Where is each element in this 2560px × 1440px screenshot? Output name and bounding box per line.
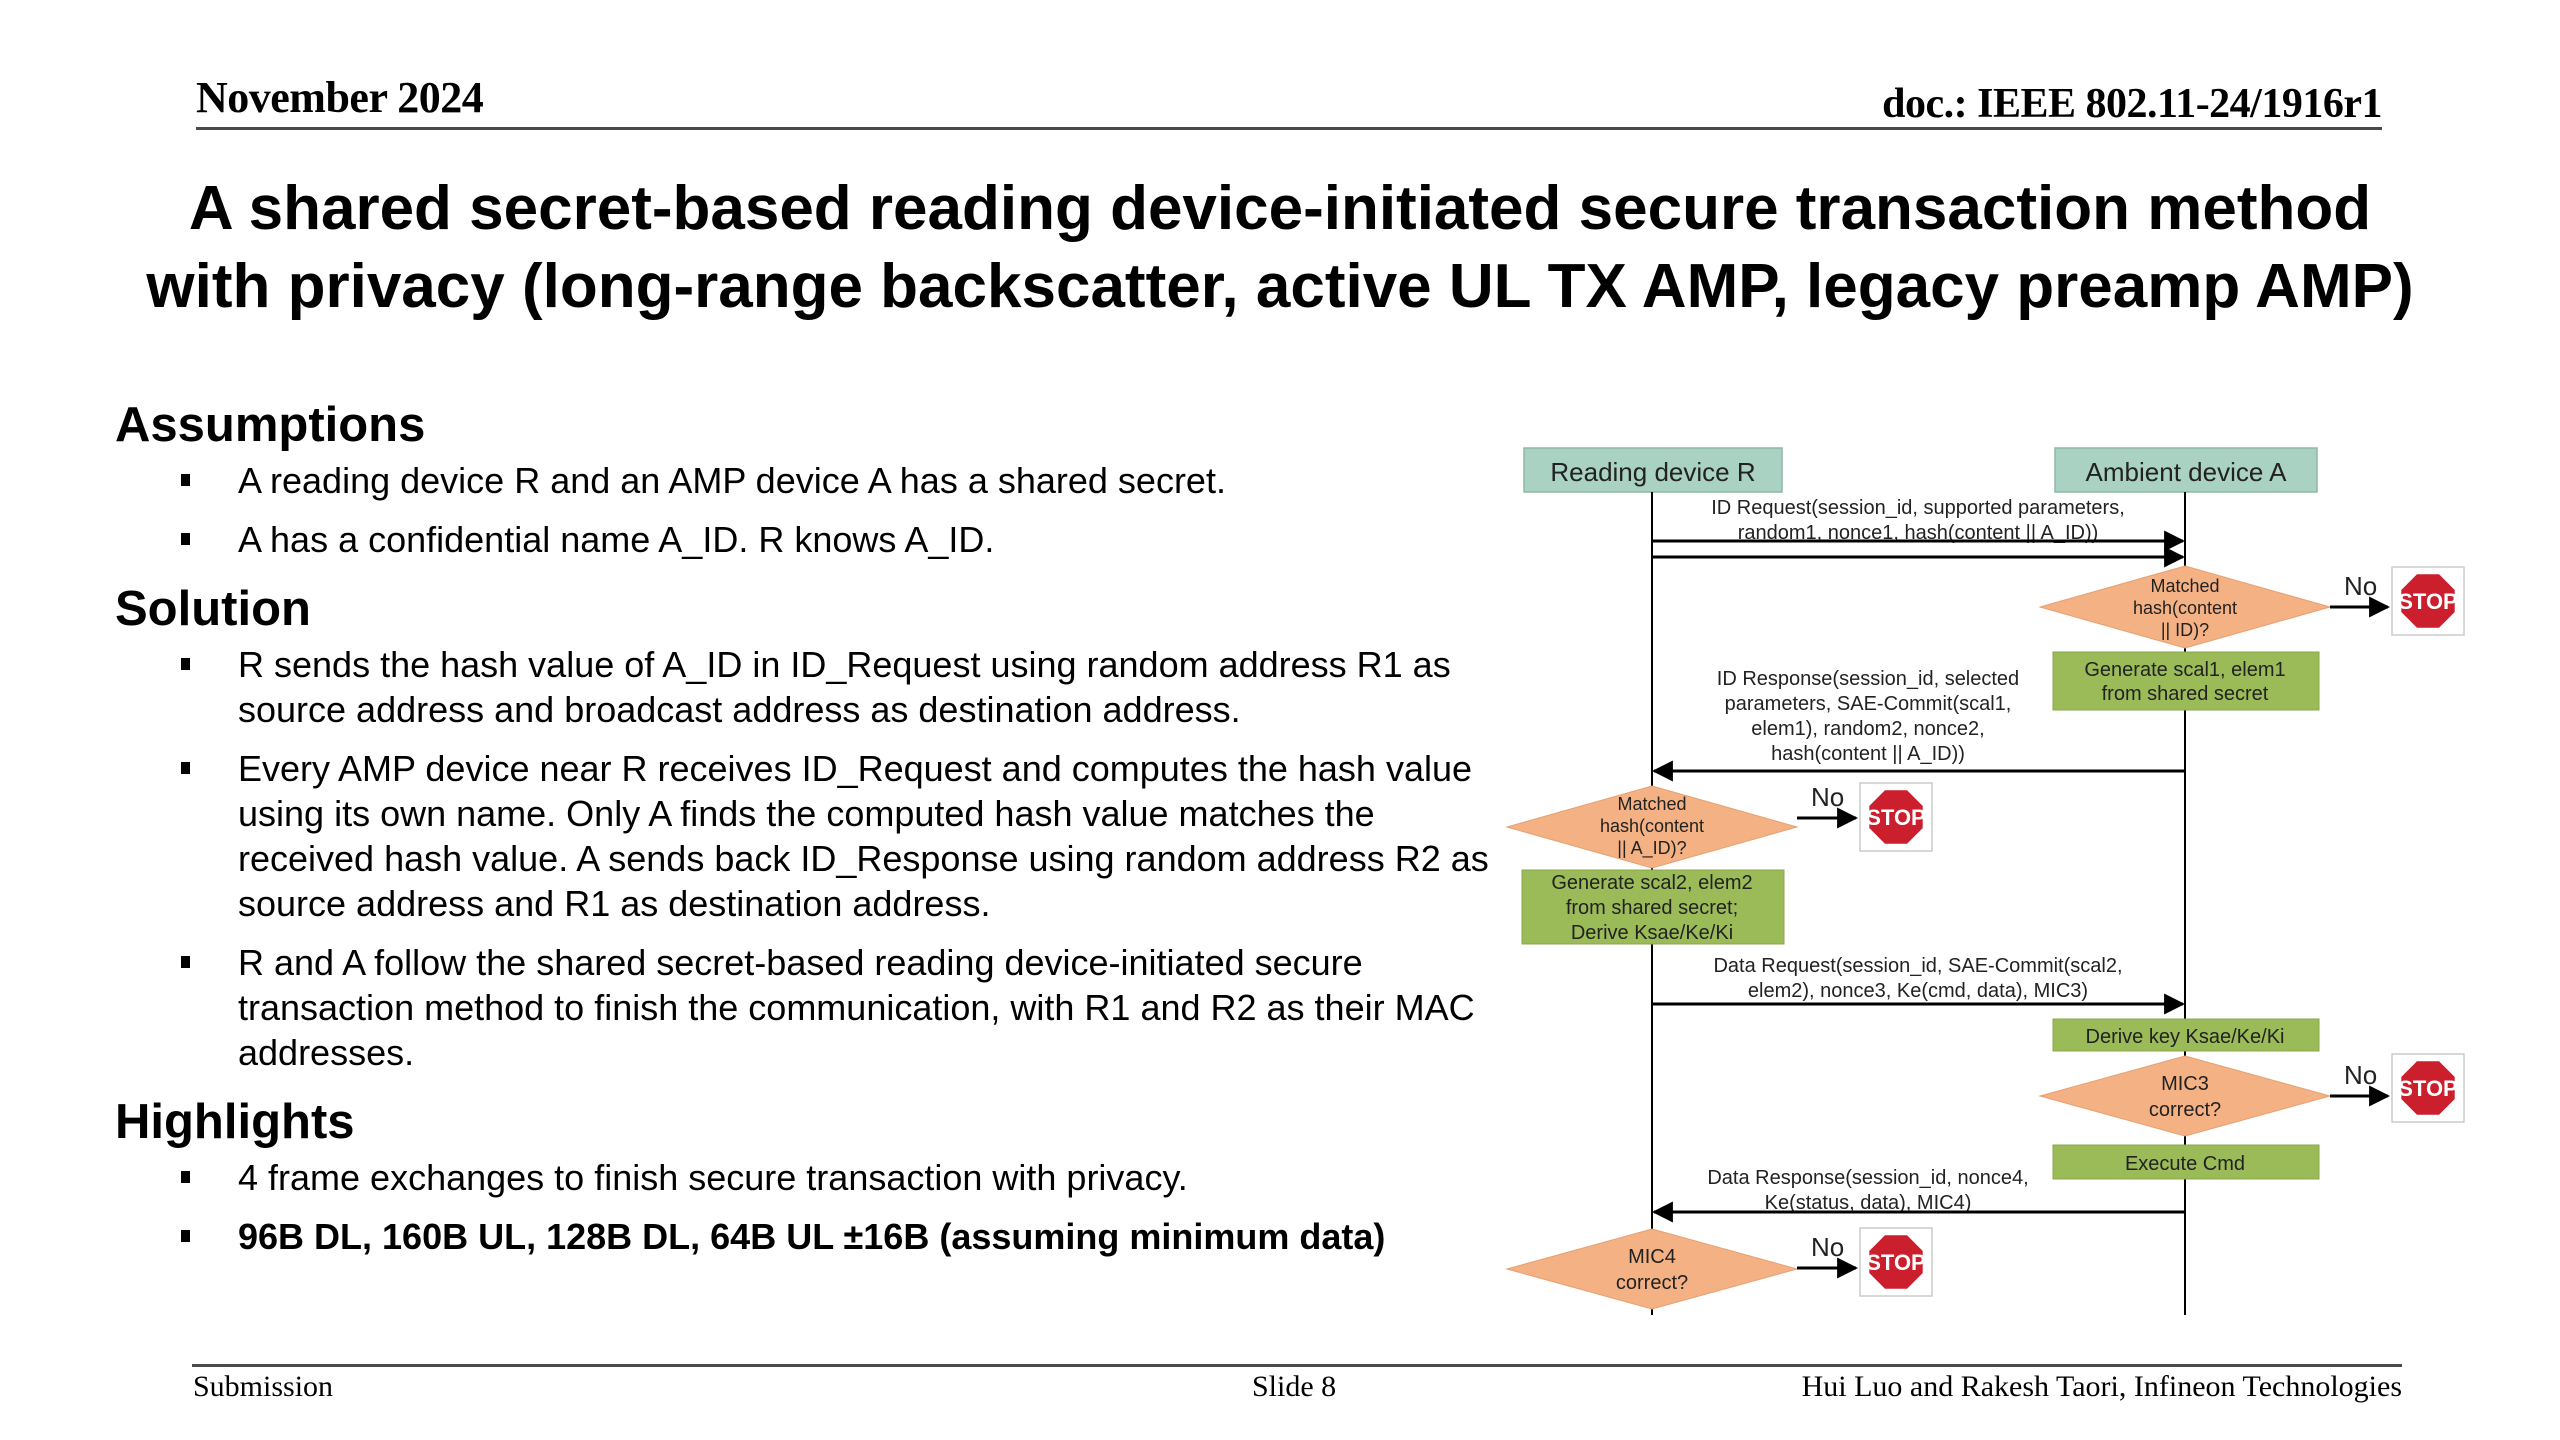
message-id-response-label: elem1), random2, nonce2, (1751, 718, 1984, 740)
list-item: R and A follow the shared secret-based r… (115, 940, 1495, 1075)
bullet-icon (181, 658, 190, 670)
decision-mic4-label: correct? (1616, 1272, 1688, 1294)
assumptions-list: A reading device R and an AMP device A h… (115, 458, 1495, 562)
process-execute-label: Execute Cmd (2125, 1153, 2245, 1175)
actor-reader-box (1523, 447, 1783, 493)
process-gen2-label: Derive Ksae/Ke/Ki (1571, 922, 1733, 944)
list-item: 96B DL, 160B UL, 128B DL, 64B UL ±16B (a… (115, 1214, 1495, 1259)
message-id-response-label: hash(content || A_ID)) (1771, 743, 1965, 765)
message-data-response-label: Data Response(session_id, nonce4, (1707, 1167, 2028, 1189)
bullet-text: R and A follow the shared secret-based r… (238, 942, 1475, 1073)
solution-heading: Solution (115, 582, 311, 636)
message-id-response-label: ID Response(session_id, selected (1717, 668, 2019, 690)
bullet-text: Every AMP device near R receives ID_Requ… (238, 748, 1489, 924)
decision-a-match-label: hash(content (2133, 598, 2237, 618)
decision-a-match-label: || ID)? (2161, 620, 2209, 640)
header-divider (196, 127, 2382, 130)
assumptions-heading: Assumptions (115, 398, 426, 452)
process-gen1-box (2052, 651, 2320, 711)
process-gen2-label: Generate scal2, elem2 (1551, 872, 1752, 894)
no-mic3-label: No (2344, 1060, 2377, 1090)
actor-ambient-box (2054, 447, 2318, 493)
decision-a-match-label: Matched (2150, 576, 2219, 596)
actor-reader-label: Reading device R (1550, 457, 1755, 487)
solution-list: R sends the hash value of A_ID in ID_Req… (115, 642, 1495, 1075)
decision-mic4-label: MIC4 (1628, 1246, 1676, 1268)
process-gen2-label: from shared secret; (1566, 897, 1738, 919)
message-id-response-label: parameters, SAE-Commit(scal1, (1725, 693, 2012, 715)
bullet-icon (181, 1171, 190, 1183)
message-data-request-label: Data Request(session_id, SAE-Commit(scal… (1713, 955, 2122, 977)
stop-mic4-icon (1867, 1233, 1925, 1291)
decision-a-match (2038, 565, 2332, 649)
no-r-match-label: No (1811, 782, 1844, 812)
header-doc-id: doc.: IEEE 802.11-24/1916r1 (1882, 81, 2382, 127)
stop-mic3-label: STOP (2398, 1076, 2458, 1101)
text-column: Assumptions A reading device R and an AM… (115, 392, 1495, 1273)
bullet-icon (181, 956, 190, 968)
process-derive-box (2052, 1018, 2320, 1052)
decision-mic3-label: correct? (2149, 1099, 2221, 1121)
decision-mic3-label: MIC3 (2161, 1073, 2209, 1095)
bullet-icon (181, 762, 190, 774)
bullet-text: 4 frame exchanges to finish secure trans… (238, 1157, 1188, 1198)
header-date: November 2024 (196, 73, 484, 122)
process-derive-label: Derive key Ksae/Ke/Ki (2086, 1026, 2285, 1048)
stop-mic4-label: STOP (1866, 1250, 1926, 1275)
message-id-request-label: ID Request(session_id, supported paramet… (1711, 497, 2125, 519)
process-gen2-box (1521, 869, 1785, 945)
process-gen1-label: Generate scal1, elem1 (2084, 659, 2285, 681)
message-data-response-label: Ke(status, data), MIC4) (1765, 1192, 1972, 1214)
bullet-text: A has a confidential name A_ID. R knows … (238, 519, 995, 560)
bullet-icon (181, 1230, 190, 1242)
bullet-icon (181, 533, 190, 545)
footer-authors: Hui Luo and Rakesh Taori, Infineon Techn… (1801, 1370, 2402, 1403)
decision-r-match-label: Matched (1617, 794, 1686, 814)
message-id-request-label: random1, nonce1, hash(content || A_ID)) (1738, 522, 2099, 544)
actor-ambient-label: Ambient device A (2086, 457, 2288, 487)
list-item: A has a confidential name A_ID. R knows … (115, 517, 1495, 562)
message-data-request-label: elem2), nonce3, Ke(cmd, data), MIC3) (1748, 980, 2088, 1002)
slide-title-line-1: A shared secret-based reading device-ini… (188, 174, 2372, 243)
stop-mic3-icon (2399, 1059, 2457, 1117)
list-item: Every AMP device near R receives ID_Requ… (115, 746, 1495, 926)
decision-mic3 (2038, 1055, 2332, 1137)
list-item: A reading device R and an AMP device A h… (115, 458, 1495, 503)
stop-r-match-icon (1867, 788, 1925, 846)
stop-a-match-label: STOP (2398, 589, 2458, 614)
stop-r-match-label: STOP (1866, 805, 1926, 830)
footer-submission: Submission (193, 1370, 334, 1403)
footer-divider (192, 1364, 2402, 1367)
bullet-text: A reading device R and an AMP device A h… (238, 460, 1226, 501)
no-a-match-label: No (2344, 571, 2377, 601)
bullet-text: 96B DL, 160B UL, 128B DL, 64B UL ±16B (a… (238, 1216, 1386, 1257)
slide-title-line-2: with privacy (long-range backscatter, ac… (146, 252, 2414, 321)
highlights-list: 4 frame exchanges to finish secure trans… (115, 1155, 1495, 1259)
bullet-icon (181, 474, 190, 486)
decision-r-match-label: || A_ID)? (1617, 838, 1686, 859)
process-execute-box (2052, 1144, 2320, 1180)
process-gen1-label: from shared secret (2102, 683, 2269, 705)
stop-a-match-icon (2399, 572, 2457, 630)
decision-r-match (1505, 785, 1799, 869)
footer-slide-number: Slide 8 (1252, 1370, 1337, 1403)
bullet-text: R sends the hash value of A_ID in ID_Req… (238, 644, 1451, 730)
slide-title: A shared secret-based reading device-ini… (0, 170, 2560, 326)
list-item: R sends the hash value of A_ID in ID_Req… (115, 642, 1495, 732)
decision-mic4 (1505, 1228, 1799, 1310)
decision-r-match-label: hash(content (1600, 816, 1704, 836)
no-mic4-label: No (1811, 1232, 1844, 1262)
highlights-heading: Highlights (115, 1095, 355, 1149)
list-item: 4 frame exchanges to finish secure trans… (115, 1155, 1495, 1200)
